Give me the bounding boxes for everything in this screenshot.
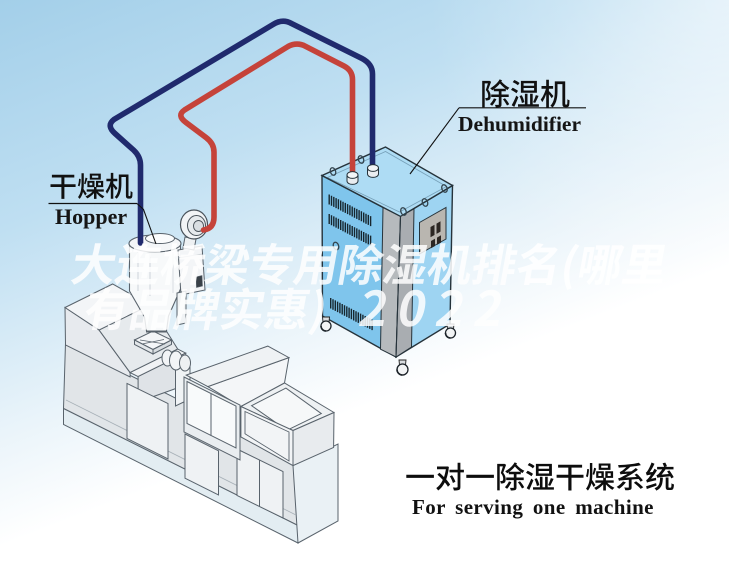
svg-text:Hopper: Hopper (55, 204, 127, 229)
svg-text:For serving one machine: For serving one machine (412, 495, 654, 519)
svg-text:Dehumidifier: Dehumidifier (458, 112, 581, 136)
